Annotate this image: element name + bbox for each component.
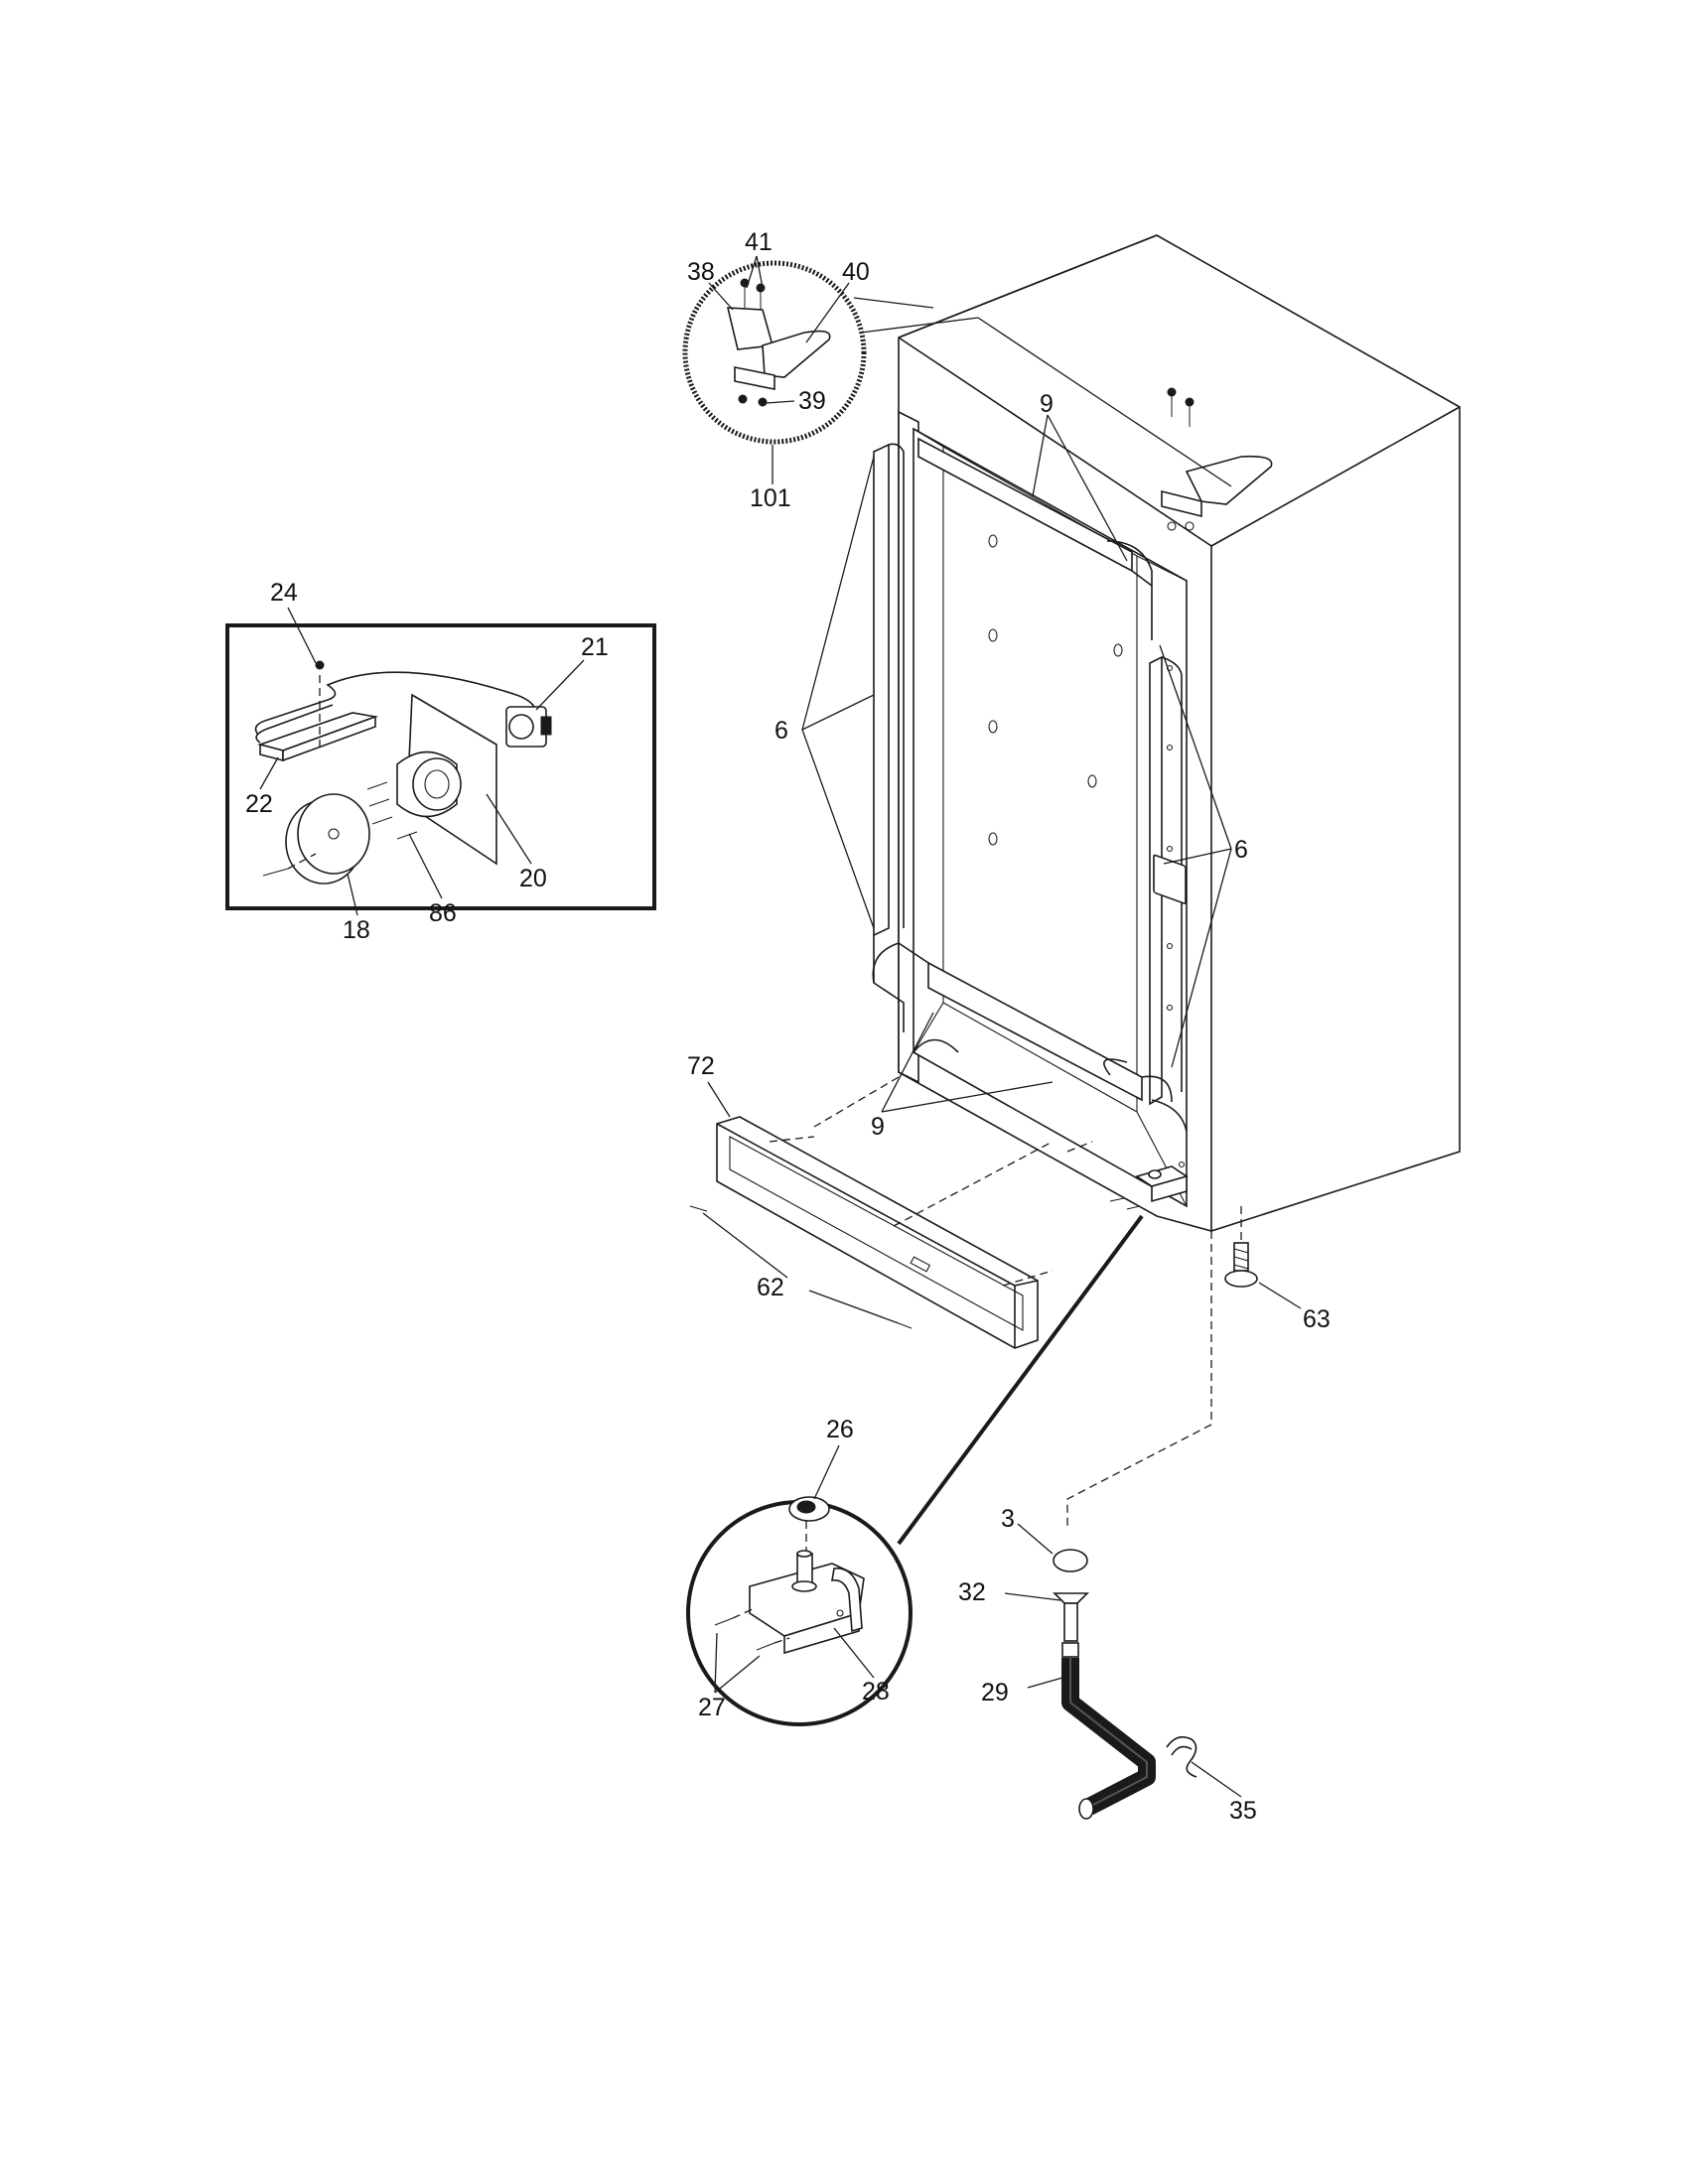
callout-38: 38 — [687, 258, 715, 286]
callout-28: 28 — [862, 1678, 890, 1706]
leader-lines — [259, 255, 1302, 1798]
callout-86: 86 — [429, 899, 457, 927]
callout-29: 29 — [981, 1679, 1009, 1706]
callout-27: 27 — [698, 1694, 726, 1721]
drain-parts — [1053, 1549, 1197, 1820]
callout-35: 35 — [1229, 1797, 1257, 1825]
callout-9-bottom: 9 — [871, 1113, 885, 1141]
kickplate — [689, 1076, 1093, 1349]
callout-41: 41 — [745, 228, 773, 256]
callout-63: 63 — [1303, 1305, 1331, 1333]
callout-labels: 41 38 40 39 101 9 24 21 22 6 6 20 86 18 … — [245, 228, 1331, 1825]
callout-18: 18 — [343, 916, 370, 944]
callout-62: 62 — [757, 1274, 784, 1301]
callout-20: 20 — [519, 865, 547, 892]
callout-21: 21 — [581, 633, 609, 661]
inset-top-hinge — [682, 260, 1232, 487]
leveling-leg — [1066, 1206, 1258, 1529]
callout-3: 3 — [1001, 1505, 1015, 1533]
callout-101: 101 — [750, 484, 791, 512]
callout-24: 24 — [270, 579, 298, 607]
callout-22: 22 — [245, 790, 273, 818]
top-hinge — [1153, 387, 1273, 904]
callout-40: 40 — [842, 258, 870, 286]
cabinet — [898, 234, 1461, 1232]
callout-6-left: 6 — [774, 717, 788, 745]
breaker-strips — [872, 437, 1188, 1133]
callout-32: 32 — [958, 1578, 986, 1606]
callout-39: 39 — [798, 387, 826, 415]
callout-6-right: 6 — [1234, 836, 1248, 864]
callout-72: 72 — [687, 1052, 715, 1080]
bottom-hinge — [897, 1160, 1189, 1546]
inset-fan-assembly — [225, 623, 656, 910]
callout-26: 26 — [826, 1416, 854, 1443]
callout-9-top: 9 — [1040, 390, 1054, 418]
